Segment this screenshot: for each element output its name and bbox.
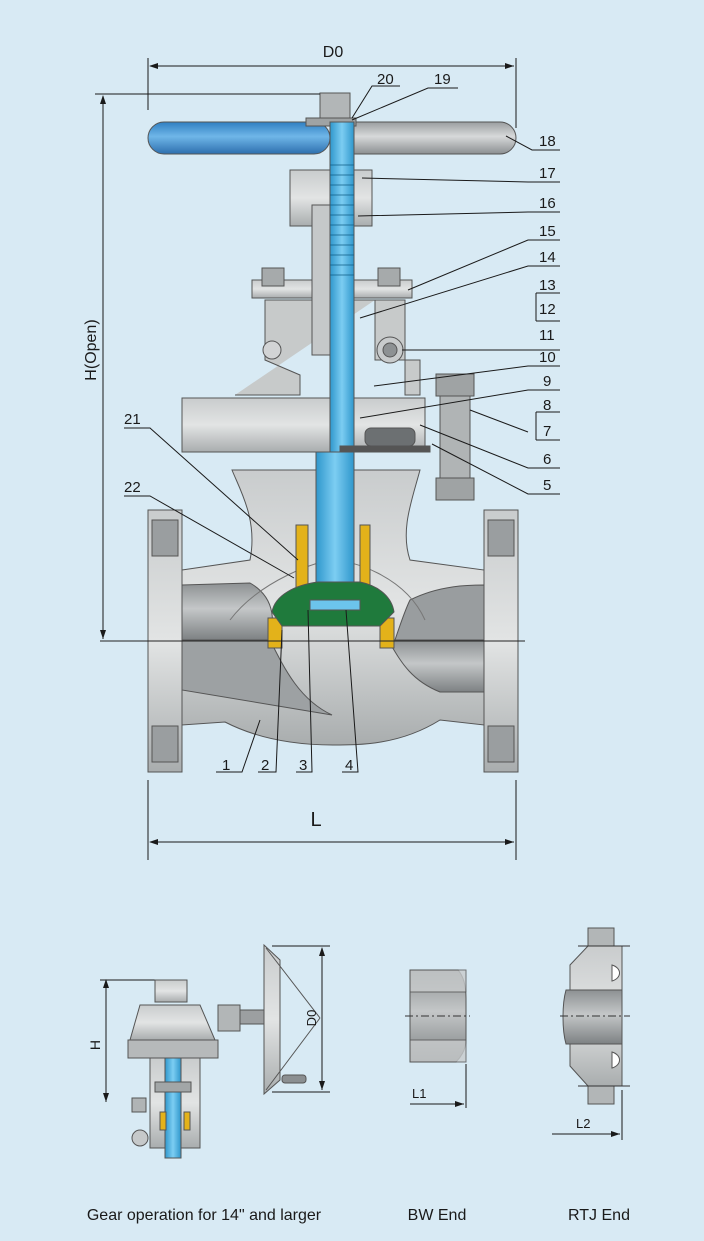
dimension-h: H: [87, 1040, 103, 1050]
part-number-16: 16: [539, 195, 556, 212]
handwheel-blue: [147, 121, 331, 155]
part-number-12: 12: [539, 301, 556, 318]
part-number-20: 20: [377, 71, 394, 88]
dimension-l2: L2: [576, 1116, 590, 1131]
dimension-l1: L1: [412, 1086, 426, 1101]
part-number-1: 1: [222, 757, 230, 774]
part-number-11: 11: [539, 327, 555, 344]
outlet-passage: [387, 639, 485, 693]
gear-operator-detail: [100, 943, 330, 1159]
inlet-passage: [181, 582, 273, 641]
part-number-14: 14: [539, 249, 556, 266]
part-number-15: 15: [539, 223, 556, 240]
dimension-d0: D0: [323, 44, 344, 61]
part-number-9: 9: [543, 373, 551, 390]
caption-bw-end: BW End: [408, 1207, 467, 1224]
part-leaders: [124, 85, 560, 773]
gasket: [339, 445, 431, 453]
part-number-17: 17: [539, 165, 556, 182]
part-number-13: 13: [539, 277, 556, 294]
part-number-22: 22: [124, 479, 141, 496]
stem-lower: [315, 451, 355, 603]
part-number-10: 10: [539, 349, 556, 366]
dimension-h-open: H(Open): [83, 319, 100, 380]
part-number-labels: 1 2 3 4 5 6 7 8 9 10 11 12 13 14 15 16 1…: [124, 71, 556, 774]
handwheel-gray: [329, 121, 517, 155]
part-number-4: 4: [345, 757, 353, 774]
rtj-end-detail: [552, 927, 630, 1140]
caption-gear-operation: Gear operation for 14" and larger: [87, 1207, 322, 1224]
bw-end-detail: [405, 969, 470, 1108]
part-number-21: 21: [124, 411, 141, 428]
caption-rtj-end: RTJ End: [568, 1207, 630, 1224]
part-number-3: 3: [299, 757, 307, 774]
part-number-19: 19: [434, 71, 451, 88]
part-number-6: 6: [543, 451, 551, 468]
part-number-8: 8: [543, 397, 551, 414]
dimension-lines: [95, 58, 517, 860]
main-valve-section: [147, 92, 519, 773]
dimension-d0-gear: D0: [304, 1010, 319, 1027]
part-number-5: 5: [543, 477, 551, 494]
stem: [329, 121, 355, 453]
part-number-18: 18: [539, 133, 556, 150]
dimension-l: L: [310, 809, 321, 831]
part-number-7: 7: [543, 423, 551, 440]
part-number-2: 2: [261, 757, 269, 774]
